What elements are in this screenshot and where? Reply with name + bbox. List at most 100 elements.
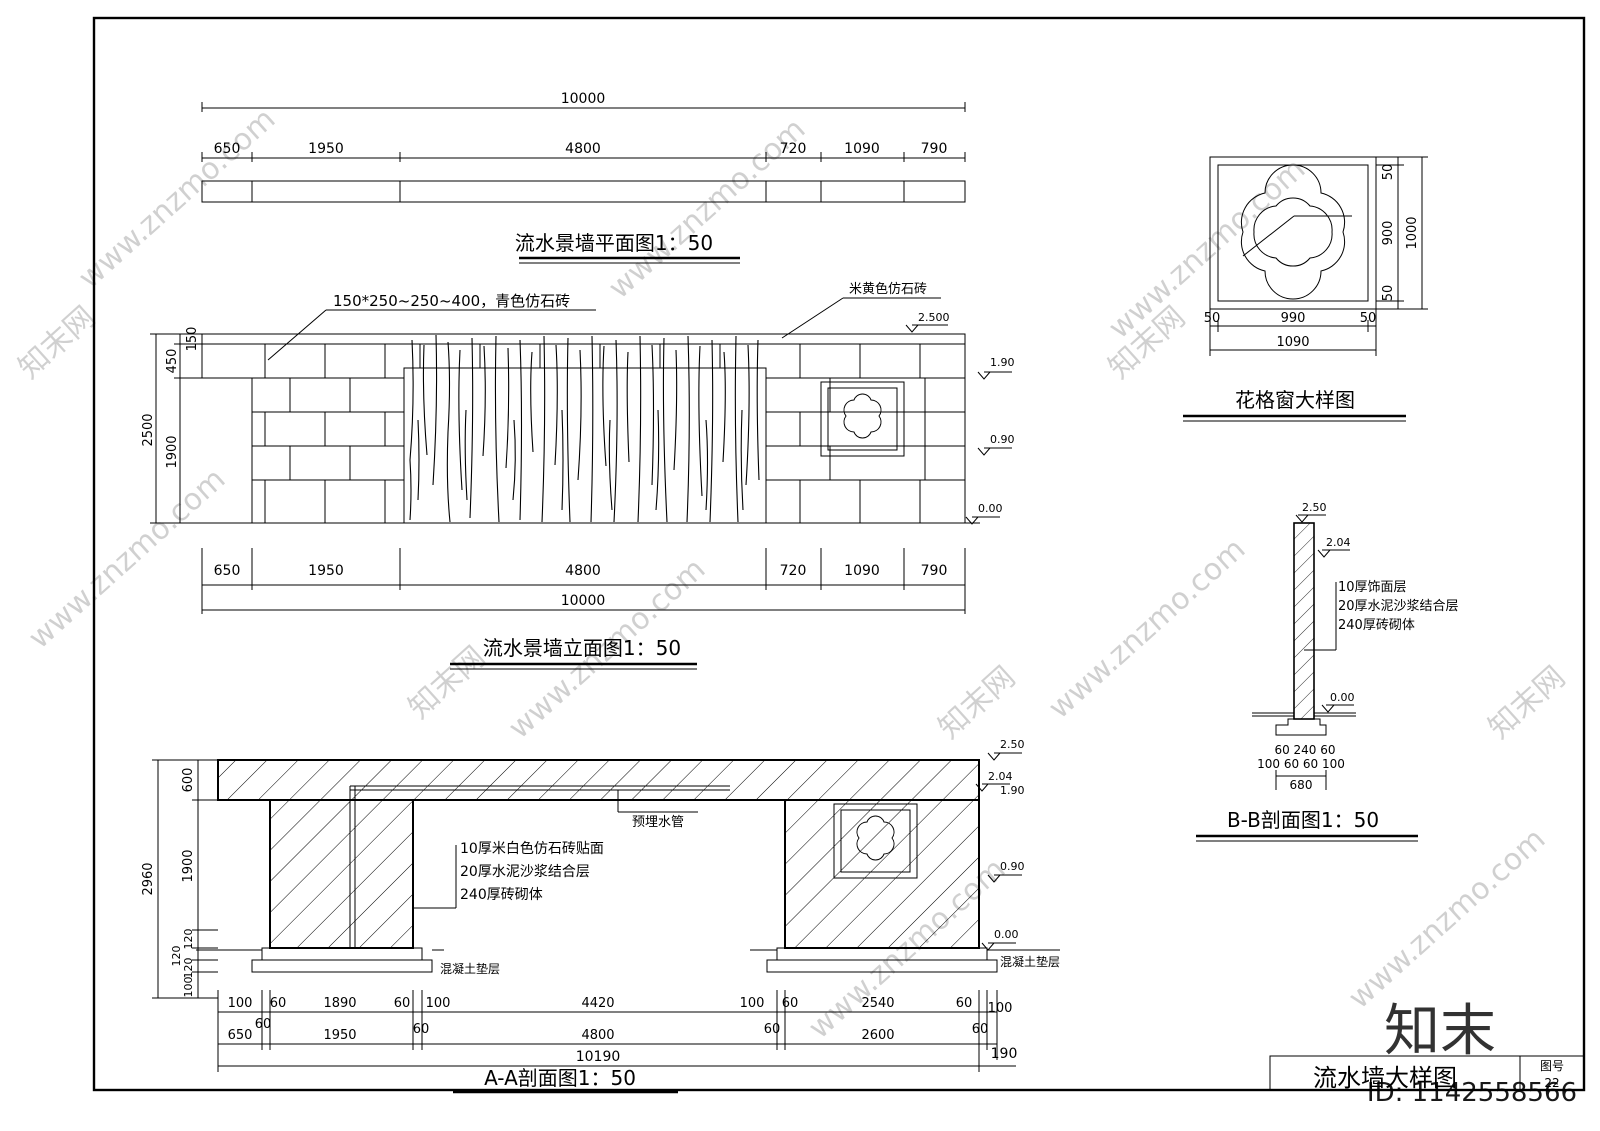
elevation-dim-1: 650 [214,563,241,579]
elevation-flower-window [820,381,905,457]
aa-row1-2540: 2540 [861,996,894,1011]
aa-row1-60d: 60 [956,996,973,1011]
bb-note-1: 10厚饰面层 [1338,580,1407,595]
window-dim-right-1000: 1000 [1405,216,1420,249]
aa-level-000: 0.00 [994,928,1019,941]
svg-text:知末网: 知末网 [1482,660,1572,746]
elevation-note-stone: 150*250~250~400，青色仿石砖 [333,292,570,310]
section-aa: 预埋水管 10厚米白色仿石砖贴面 20厚水泥沙浆结合层 240厚砖砌体 混凝土垫… [141,738,1060,1094]
elevation-level-090: 0.90 [990,433,1015,446]
plan-dim-1: 650 [214,141,241,157]
aa-total: 10190 [576,1049,621,1065]
plan-dim-ticks [201,152,966,162]
bb-footing-dims-1: 60 240 60 [1274,743,1335,757]
svg-text:www.znzmo.com: www.znzmo.com [1342,822,1552,1016]
bb-note-2: 20厚水泥沙浆结合层 [1338,599,1459,614]
aa-row1-100a: 100 [228,996,253,1011]
bb-title: B-B剖面图1：50 [1227,808,1379,832]
svg-text:www.znzmo.com: www.znzmo.com [1042,532,1252,726]
plan-dim-3: 4800 [565,141,601,157]
aa-row2-650: 650 [228,1028,253,1043]
window-dim-bottom-990: 990 [1281,311,1306,326]
elevation-level-marks: 2.500 1.90 0.90 0.00 [905,311,1015,525]
aa-note-3: 240厚砖砌体 [460,887,543,903]
plan-dim-2: 1950 [308,141,344,157]
aa-dim-120b: 120 [170,946,183,967]
bb-total: 680 [1290,778,1313,792]
elevation-level-top: 2.500 [918,311,950,324]
aa-row1-100b: 100 [426,996,451,1011]
aa-row2-60c: 60 [764,1022,781,1037]
window-dim-right-50a: 50 [1381,164,1396,181]
elevation-cap [201,333,966,345]
aa-dim-100: 100 [182,977,195,998]
elevation-total-dim: 10000 [561,593,606,609]
aa-dim-120a: 120 [182,929,195,950]
elevation-dim-ticks [201,548,966,614]
aa-note-1: 10厚米白色仿石砖贴面 [460,840,604,857]
elevation-dim-6: 790 [921,563,948,579]
aa-title: A-A剖面图1：50 [484,1066,636,1090]
aa-dim-120c: 120 [182,958,195,979]
bb-level-000: 0.00 [1330,691,1355,704]
plan-dim-6: 790 [921,141,948,157]
waterfall-streaks [409,334,760,523]
elevation-dim-2500: 2500 [141,413,156,446]
window-dim-total: 1090 [1276,335,1309,350]
aa-dim-ticks [217,990,998,1072]
title-block-name: 流水墙大样图 [1313,1064,1457,1092]
aa-row1-60c: 60 [782,996,799,1011]
plan-total-dim: 10000 [561,91,606,107]
elevation-view: 150*250~250~400，青色仿石砖 米黄色仿石砖 [141,281,1015,670]
aa-row1-1890: 1890 [323,996,356,1011]
quatrefoil-window [1240,164,1346,300]
elevation-note-beige: 米黄色仿石砖 [849,281,927,297]
svg-text:www.znzmo.com: www.znzmo.com [72,102,282,296]
plan-view: 10000 650 1950 4800 720 1090 790 流水景墙平面图… [201,91,966,264]
title-block: 流水墙大样图 图号 22 [1269,1055,1585,1092]
aa-level-190: 1.90 [1000,784,1025,797]
plan-dim-5: 1090 [844,141,880,157]
aa-row2-60a: 60 [255,1017,272,1032]
elevation-dim-4: 720 [780,563,807,579]
window-dim-right-50b: 50 [1381,285,1396,302]
aa-dim-1900: 1900 [181,849,196,882]
title-block-sheet-no: 22 [1544,1076,1559,1090]
window-detail-title: 花格窗大样图 [1235,388,1355,412]
aa-dim-600: 600 [181,768,196,793]
aa-row2-4800: 4800 [581,1028,614,1043]
svg-text:知末网: 知末网 [932,660,1022,746]
window-dim-bottom-50a: 50 [1204,311,1221,326]
aa-row1-100c: 100 [740,996,765,1011]
window-dim-bottom-50b: 50 [1360,311,1377,326]
plan-title: 流水景墙平面图1：50 [515,231,713,255]
plan-dim-4: 720 [780,141,807,157]
svg-text:知末网: 知末网 [12,300,102,386]
watermark-logo: 知末 [1384,999,1496,1064]
sheet-border [92,16,1586,1092]
aa-row2-60b: 60 [413,1022,430,1037]
section-bb: 2.50 2.04 0.00 10厚饰面层 20厚水泥沙浆结合层 240厚砖砌体… [1196,501,1459,842]
aa-row1-60b: 60 [394,996,411,1011]
aa-base-note-left: 混凝土垫层 [440,961,500,976]
svg-text:www.znzmo.com: www.znzmo.com [22,462,232,656]
elevation-dim-5: 1090 [844,563,880,579]
elevation-dim-1900: 1900 [165,435,180,468]
watermark-id: ID: 1142558566 [1367,1078,1577,1108]
aa-row1-60a: 60 [270,996,287,1011]
aa-row2-2600: 2600 [861,1028,894,1043]
elevation-dim-150: 150 [185,327,200,352]
window-dim-right-900: 900 [1381,221,1396,246]
aa-row2-1950: 1950 [323,1028,356,1043]
bb-footing-dims-2: 100 60 60 100 [1257,757,1345,771]
aa-row1-4420: 4420 [581,996,614,1011]
aa-row1-100d: 100 [988,1001,1013,1016]
elevation-title: 流水景墙立面图1：50 [483,636,681,660]
elevation-dim-450: 450 [165,349,180,374]
aa-dim-2960: 2960 [141,862,156,895]
aa-level-204: 2.04 [988,770,1013,783]
aa-pipe-note: 预埋水管 [632,815,684,830]
aa-note-2: 20厚水泥沙浆结合层 [460,864,590,880]
elevation-dim-3: 4800 [565,563,601,579]
